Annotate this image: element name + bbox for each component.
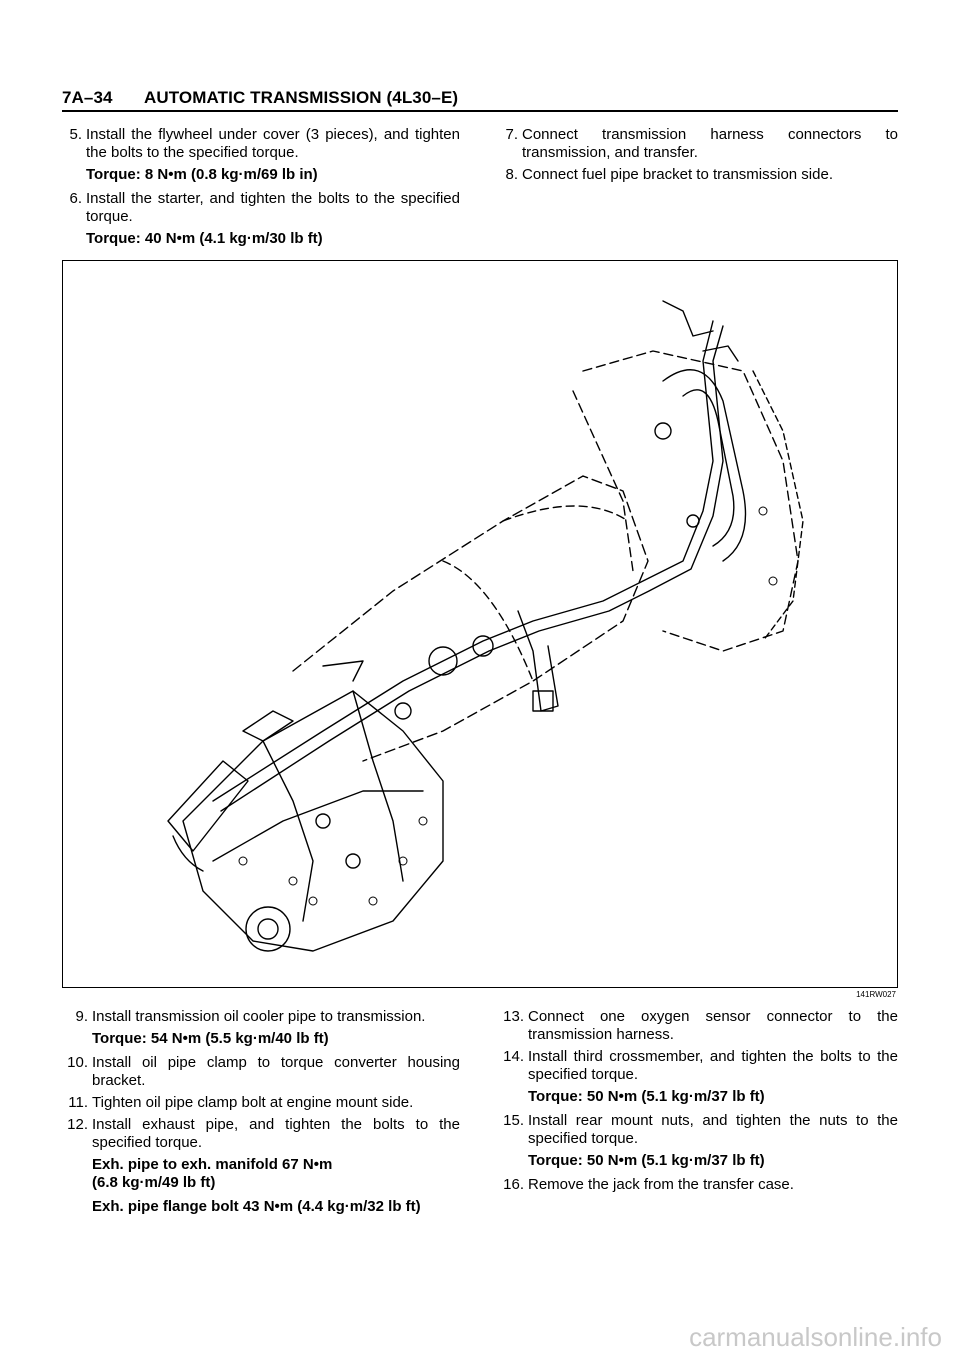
step-text: Install the flywheel under cover (3 piec… <box>86 126 460 161</box>
bottom-right-column: 13. Connect one oxygen sensor connector … <box>498 1008 898 1198</box>
step-number: 9. <box>75 1008 88 1025</box>
torque-spec: Torque: 54 N•m (5.5 kg·m/40 lb ft) <box>92 1030 329 1047</box>
figure-id: 141RW027 <box>856 990 896 999</box>
torque-spec: Torque: 8 N•m (0.8 kg·m/69 lb in) <box>86 166 318 183</box>
step-number: 10. <box>67 1054 88 1071</box>
page-header: 7A–34 AUTOMATIC TRANSMISSION (4L30–E) <box>62 88 458 108</box>
step-text: Install oil pipe clamp to torque convert… <box>92 1054 460 1089</box>
watermark-link[interactable]: carmanualsonline.info <box>689 1322 942 1352</box>
torque-spec: Torque: 50 N•m (5.1 kg·m/37 lb ft) <box>528 1152 765 1169</box>
step-text: Connect fuel pipe bracket to transmissio… <box>522 166 833 183</box>
torque-spec: Exh. pipe to exh. manifold 67 N•m (6.8 k… <box>92 1156 333 1191</box>
step-14: 14. Install third crossmember, and tight… <box>498 1048 898 1084</box>
step-16: 16. Remove the jack from the transfer ca… <box>498 1176 898 1194</box>
step-text: Install third crossmember, and tighten t… <box>528 1048 898 1083</box>
step-11: 11. Tighten oil pipe clamp bolt at engin… <box>62 1094 460 1112</box>
transmission-line-drawing <box>167 300 804 952</box>
step-10: 10. Install oil pipe clamp to torque con… <box>62 1054 460 1090</box>
step-number: 13. <box>503 1008 524 1025</box>
step-12: 12. Install exhaust pipe, and tighten th… <box>62 1116 460 1152</box>
step-number: 5. <box>69 126 82 143</box>
step-text: Remove the jack from the transfer case. <box>528 1176 794 1193</box>
step-number: 11. <box>68 1094 88 1111</box>
step-text: Install rear mount nuts, and tighten the… <box>528 1112 898 1147</box>
step-text: Install exhaust pipe, and tighten the bo… <box>92 1116 460 1151</box>
step-number: 16. <box>503 1176 524 1193</box>
step-9: 9. Install transmission oil cooler pipe … <box>62 1008 460 1026</box>
step-number: 14. <box>503 1048 524 1065</box>
page-number: 7A–34 <box>62 88 113 107</box>
torque-spec: Torque: 40 N•m (4.1 kg·m/30 lb ft) <box>86 230 323 247</box>
step-6: 6. Install the starter, and tighten the … <box>62 190 460 226</box>
step-5: 5. Install the flywheel under cover (3 p… <box>62 126 460 162</box>
top-right-column: 7. Connect transmission harness connecto… <box>498 126 898 188</box>
top-left-column: 5. Install the flywheel under cover (3 p… <box>62 126 460 254</box>
step-number: 6. <box>69 190 82 207</box>
step-number: 12. <box>67 1116 88 1133</box>
section-title: AUTOMATIC TRANSMISSION (4L30–E) <box>144 88 459 107</box>
step-text: Tighten oil pipe clamp bolt at engine mo… <box>92 1094 414 1111</box>
step-text: Connect transmission harness connectors … <box>522 126 898 161</box>
step-7: 7. Connect transmission harness connecto… <box>498 126 898 162</box>
step-13: 13. Connect one oxygen sensor connector … <box>498 1008 898 1044</box>
step-number: 7. <box>505 126 518 143</box>
bottom-left-column: 9. Install transmission oil cooler pipe … <box>62 1008 460 1222</box>
step-text: Connect one oxygen sensor connector to t… <box>528 1008 898 1043</box>
step-15: 15. Install rear mount nuts, and tighten… <box>498 1112 898 1148</box>
step-text: Install transmission oil cooler pipe to … <box>92 1008 426 1025</box>
torque-spec: Exh. pipe flange bolt 43 N•m (4.4 kg·m/3… <box>92 1198 421 1215</box>
torque-spec: Torque: 50 N•m (5.1 kg·m/37 lb ft) <box>528 1088 765 1105</box>
step-8: 8. Connect fuel pipe bracket to transmis… <box>498 166 898 184</box>
step-number: 8. <box>505 166 518 183</box>
step-text: Install the starter, and tighten the bol… <box>86 190 460 225</box>
transmission-illustration <box>62 260 898 988</box>
step-number: 15. <box>503 1112 524 1129</box>
header-rule <box>62 110 898 112</box>
